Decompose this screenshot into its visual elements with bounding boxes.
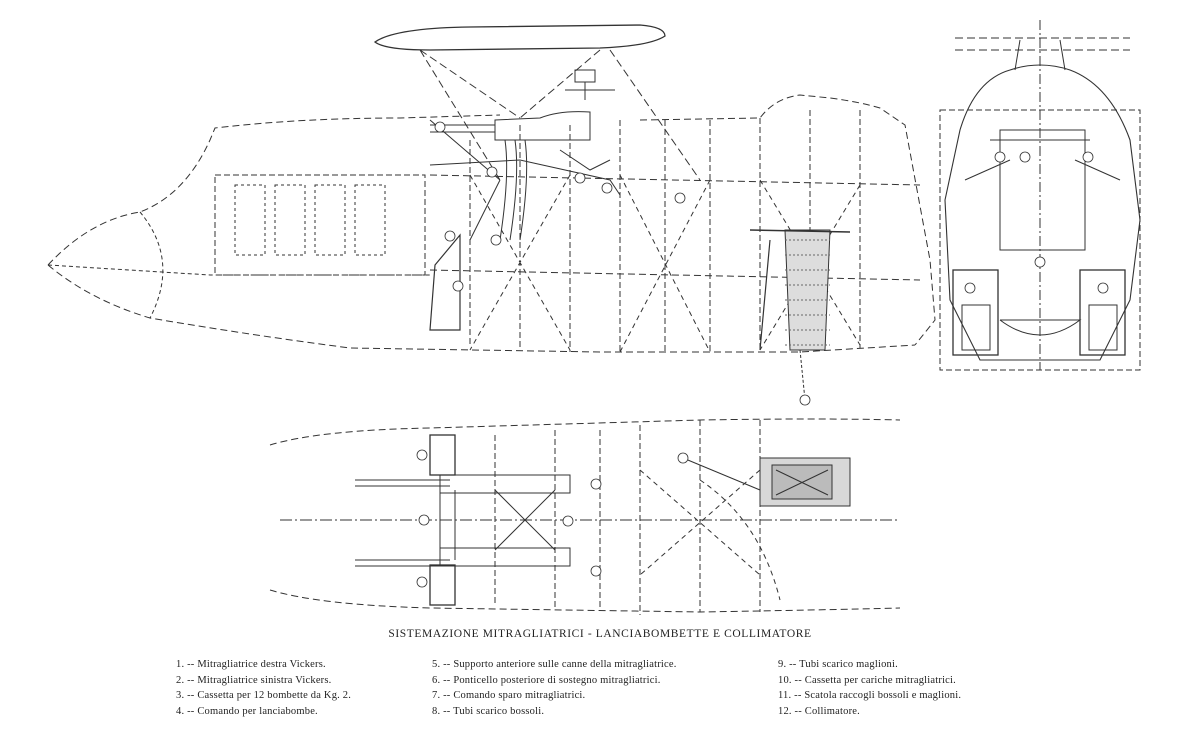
- legend-column-3: 9. -- Tubi scarico maglioni. 10. -- Cass…: [778, 657, 961, 719]
- legend-item: 8. -- Tubi scarico bossoli.: [432, 705, 545, 717]
- legend-item: 2. -- Mitragliatrice sinistra Vickers.: [176, 674, 332, 686]
- legend-item: 1. -- Mitragliatrice destra Vickers.: [176, 659, 326, 670]
- bomb-box-plan: [759, 457, 851, 507]
- technical-drawing: [47, 20, 1141, 615]
- legend-item: 9. -- Tubi scarico maglioni.: [778, 659, 898, 670]
- legend-column-1: 1. -- Mitragliatrice destra Vickers. 2. …: [176, 657, 351, 719]
- legend-item: 6. -- Ponticello posteriore di sostegno …: [432, 674, 661, 686]
- diagram-caption: SISTEMAZIONE MITRAGLIATRICI - LANCIABOMB…: [388, 628, 812, 640]
- legend-item: 7. -- Comando sparo mitragliatrici.: [432, 690, 586, 701]
- legend-column-2: 5. -- Supporto anteriore sulle canne del…: [432, 657, 677, 719]
- front-section: [939, 20, 1141, 371]
- legend-item: 12. -- Collimatore.: [778, 705, 860, 717]
- legend-item: 5. -- Supporto anteriore sulle canne del…: [432, 659, 677, 670]
- callouts: [416, 121, 1109, 588]
- legend-item: 11. -- Scatola raccogli bossoli e maglio…: [778, 690, 962, 701]
- side-elevation: [47, 24, 936, 401]
- plan-view: [269, 418, 901, 615]
- legend-item: 10. -- Cassetta per cariche mitragliatri…: [778, 674, 956, 686]
- legend-item: 3. -- Cassetta per 12 bombette da Kg. 2.: [176, 690, 352, 701]
- bomb-box-side: [784, 229, 831, 351]
- legend-item: 4. -- Comando per lanciabombe.: [176, 705, 318, 717]
